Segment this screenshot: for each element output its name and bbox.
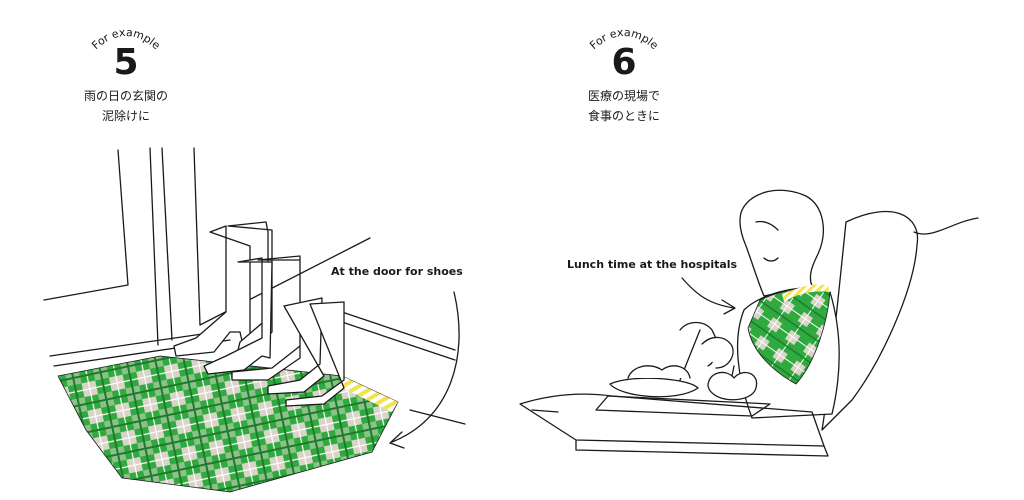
boots-pair-tall-back — [173, 221, 273, 359]
example-5-arc-label: For example — [89, 26, 163, 52]
curved-arrow-door — [389, 291, 460, 449]
example-6-caption: 医療の現場で 食事のときに — [544, 86, 704, 126]
example-6-caption-line-1: 医療の現場で — [587, 89, 660, 103]
bib-stripe-collar — [782, 284, 830, 302]
example-5-number: 5 — [113, 42, 139, 83]
hospital-lunch-illustration — [519, 189, 979, 457]
door-callout: At the door for shoes — [331, 265, 463, 278]
mat-stripe-edge — [338, 376, 398, 412]
boots-pair-short — [267, 297, 345, 407]
doorway-boots-illustration — [43, 147, 466, 493]
patient — [679, 189, 840, 419]
example-6-number: 6 — [611, 42, 637, 83]
example-5-caption-line-2: 泥除けに — [101, 109, 150, 123]
lunch-tray — [595, 365, 771, 417]
tray-table — [519, 393, 829, 457]
plaid-mat — [57, 355, 399, 493]
example-6-caption-line-2: 食事のときに — [587, 109, 660, 123]
bed-pillow — [821, 210, 979, 431]
example-5-caption: 雨の日の玄関の 泥除けに — [46, 86, 206, 126]
lunch-callout: Lunch time at the hospitals — [567, 258, 738, 271]
example-5-heading: For example 5 雨の日の玄関の 泥除けに — [46, 18, 206, 126]
example-6-panel: For example 6 医療の現場で 食事のときに — [512, 0, 1024, 500]
curved-arrow-lunch — [681, 277, 736, 315]
example-5-caption-line-1: 雨の日の玄関の — [83, 89, 168, 103]
example-6-heading: For example 6 医療の現場で 食事のときに — [544, 18, 704, 126]
example-6-arc-label: For example — [587, 26, 661, 52]
wall-skirting — [329, 307, 466, 425]
example-5-panel: For example 5 雨の日の玄関の 泥除けに — [43, 18, 466, 493]
